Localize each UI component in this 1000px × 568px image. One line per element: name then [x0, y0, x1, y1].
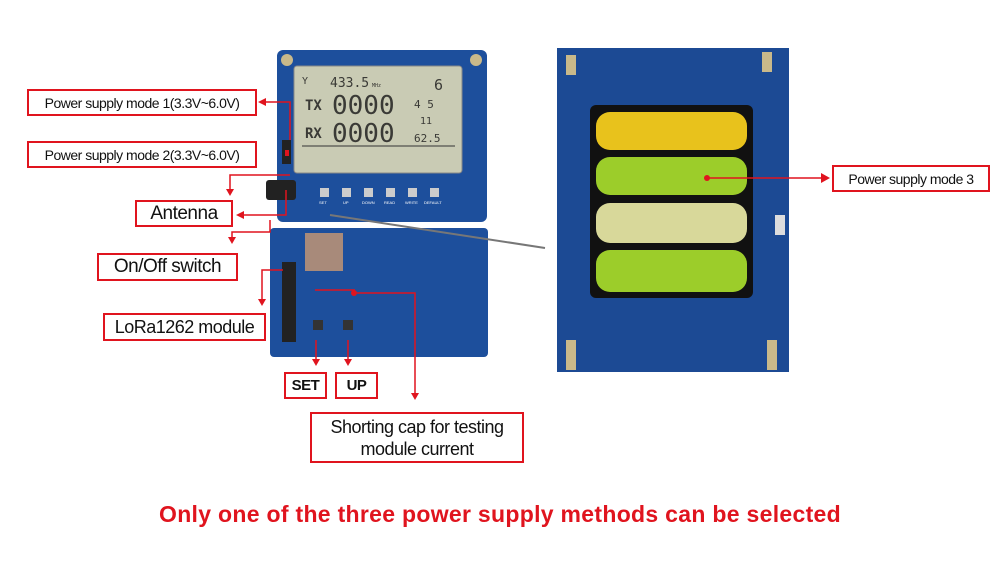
lora-module-label: LoRa1262 module — [103, 313, 266, 341]
svg-text:DOWN: DOWN — [362, 200, 375, 205]
svg-text:4 5: 4 5 — [414, 98, 434, 111]
antenna-label: Antenna — [135, 200, 233, 227]
svg-text:Y: Y — [302, 76, 308, 87]
footer-note: Only one of the three power supply metho… — [159, 501, 841, 527]
svg-text:WRITE: WRITE — [405, 200, 418, 205]
on-off-switch-label: On/Off switch — [97, 253, 238, 281]
up-label: UP — [335, 372, 378, 399]
power-mode-3-label: Power supply mode 3 — [832, 165, 990, 192]
svg-text:UP: UP — [343, 200, 349, 205]
svg-text:11: 11 — [420, 116, 432, 127]
svg-text:READ: READ — [384, 200, 395, 205]
shorting-cap-label: Shorting cap for testing module current — [310, 412, 524, 463]
svg-text:0000: 0000 — [332, 91, 395, 121]
dc-jack — [266, 180, 296, 200]
power-mode-2-label: Power supply mode 2(3.3V~6.0V) — [27, 141, 257, 168]
svg-text:DEFAULT: DEFAULT — [424, 200, 442, 205]
svg-text:62.5: 62.5 — [414, 132, 441, 145]
svg-text:6: 6 — [434, 76, 443, 94]
svg-text:RX: RX — [305, 126, 322, 142]
svg-text:MHz: MHz — [372, 83, 381, 89]
svg-text:SET: SET — [319, 200, 327, 205]
svg-text:0000: 0000 — [332, 119, 395, 149]
set-label: SET — [284, 372, 327, 399]
lcd-freq: 433.5 — [330, 76, 369, 91]
lora-chip — [305, 233, 343, 271]
power-mode-1-label: Power supply mode 1(3.3V~6.0V) — [27, 89, 257, 116]
battery-holder — [590, 105, 753, 298]
board-buttons: SET UP DOWN READ WRITE DEFAULT — [319, 188, 442, 205]
svg-text:TX: TX — [305, 98, 322, 114]
